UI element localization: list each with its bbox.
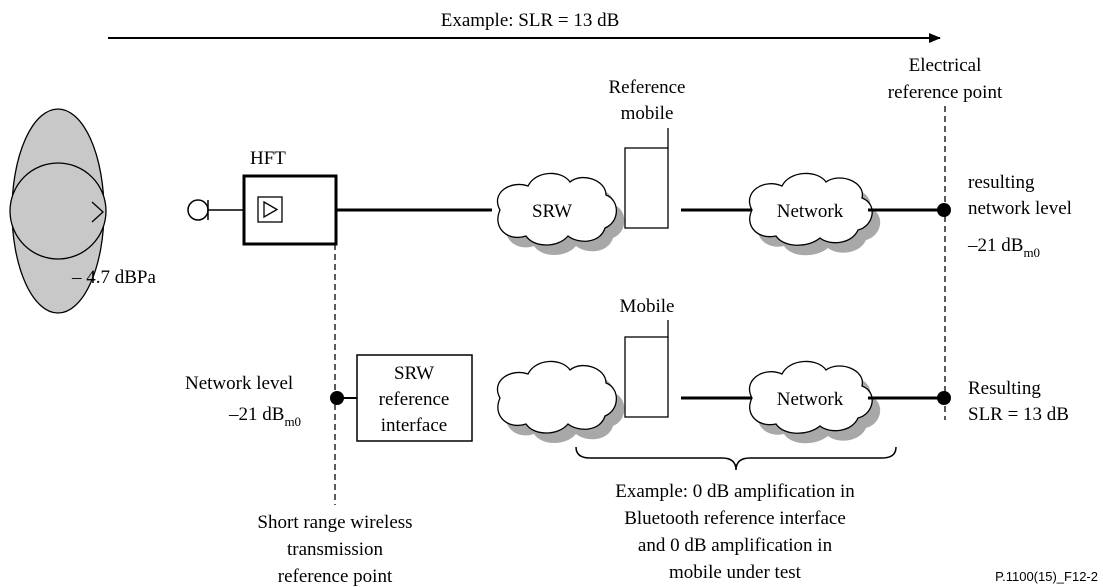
srw-interface-line2: reference [379, 389, 450, 410]
example-slr-label: Example: SLR = 13 dB [441, 10, 620, 31]
srw-cloud [497, 172, 625, 255]
srw-point-note-line3: reference point [278, 566, 393, 587]
srw-cloud-bottom [497, 360, 625, 443]
electrical-ref-line2: reference point [888, 82, 1003, 103]
srw-reference-interface-box [356, 354, 473, 442]
mobile-label: Mobile [620, 296, 675, 317]
network-cloud-bottom-label: Network [777, 389, 844, 410]
electrical-ref-line1: Electrical [909, 55, 982, 76]
top-result-line2: network level [968, 198, 1072, 219]
hft-label: HFT [250, 148, 286, 169]
bottom-output-dot [937, 391, 951, 405]
srw-point-note-line2: transmission [287, 539, 384, 560]
top-result-value: –21 dBm0 [967, 235, 1040, 260]
network-cloud-top [749, 172, 881, 256]
mobile-icon [624, 320, 669, 418]
microphone-icon [187, 199, 244, 221]
srw-point-note-line1: Short range wireless [257, 512, 412, 533]
srw-cloud-label: SRW [532, 201, 572, 222]
reference-mobile-line2: mobile [621, 103, 674, 124]
bottom-input-line1: Network level [185, 373, 293, 394]
example-note-line1: Example: 0 dB amplification in [615, 481, 855, 502]
srw-interface-line3: interface [381, 415, 447, 436]
figure-id: P.1100(15)_F12-2 [995, 569, 1098, 584]
bottom-result-line2: SLR = 13 dB [968, 404, 1069, 425]
network-cloud-top-label: Network [777, 201, 844, 222]
network-cloud-bottom [749, 360, 881, 444]
reference-mobile-line1: Reference [609, 77, 686, 98]
curly-brace [575, 446, 897, 471]
artificial-head-icon [9, 108, 107, 314]
srw-interface-line1: SRW [394, 363, 434, 384]
reference-mobile-icon [624, 128, 669, 229]
top-result-line1: resulting [968, 172, 1035, 193]
example-note-line4: mobile under test [669, 562, 802, 583]
head-level-label: – 4.7 dBPa [71, 267, 156, 288]
top-output-dot [937, 203, 951, 217]
example-note-line2: Bluetooth reference interface [624, 508, 846, 529]
bottom-input-value: –21 dBm0 [228, 404, 301, 429]
example-note-line3: and 0 dB amplification in [638, 535, 833, 556]
amplifier-icon [257, 196, 283, 223]
bottom-result-line1: Resulting [968, 378, 1041, 399]
